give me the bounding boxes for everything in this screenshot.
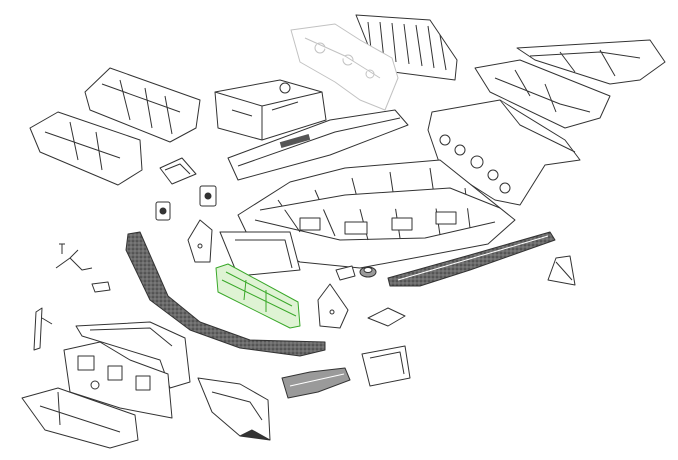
- small-strap-right[interactable]: [368, 308, 405, 326]
- mount-bracket-b[interactable]: [200, 186, 216, 206]
- fuel-tank[interactable]: [215, 80, 326, 140]
- central-tunnel[interactable]: [228, 110, 408, 180]
- floor-tray-left[interactable]: [30, 112, 142, 185]
- hinge-bracket-left[interactable]: [188, 220, 212, 262]
- front-inner-cowl[interactable]: [76, 322, 190, 388]
- front-cross-panel[interactable]: [216, 264, 300, 328]
- rear-floor-section[interactable]: [475, 60, 610, 128]
- wheel-arch-front[interactable]: [282, 368, 350, 398]
- sill-bracket-right[interactable]: [92, 282, 110, 292]
- side-sill-right[interactable]: [388, 232, 555, 286]
- front-skid-plate[interactable]: [22, 388, 138, 448]
- pedal-bracket[interactable]: [34, 308, 52, 350]
- small-clip[interactable]: [56, 250, 92, 270]
- spare-wheel-well[interactable]: [198, 378, 270, 440]
- mount-bracket-a[interactable]: [156, 202, 170, 220]
- main-floor-pan[interactable]: [238, 160, 515, 268]
- small-rubber-grommet[interactable]: [359, 266, 377, 278]
- battery-tray-left[interactable]: [85, 68, 200, 142]
- small-gasket[interactable]: [336, 266, 355, 280]
- screw-part[interactable]: [59, 244, 65, 254]
- rear-valance[interactable]: [428, 100, 580, 205]
- tunnel-plate[interactable]: [220, 232, 300, 276]
- front-rubber-seal[interactable]: [126, 232, 325, 356]
- rear-panel-faded[interactable]: [291, 24, 398, 110]
- jack-support-right[interactable]: [548, 256, 575, 285]
- jack-point-bracket[interactable]: [160, 158, 196, 184]
- right-corner-bracket[interactable]: [318, 284, 348, 328]
- jack-point-right-inner[interactable]: [362, 346, 410, 386]
- luggage-floor-right[interactable]: [517, 40, 665, 84]
